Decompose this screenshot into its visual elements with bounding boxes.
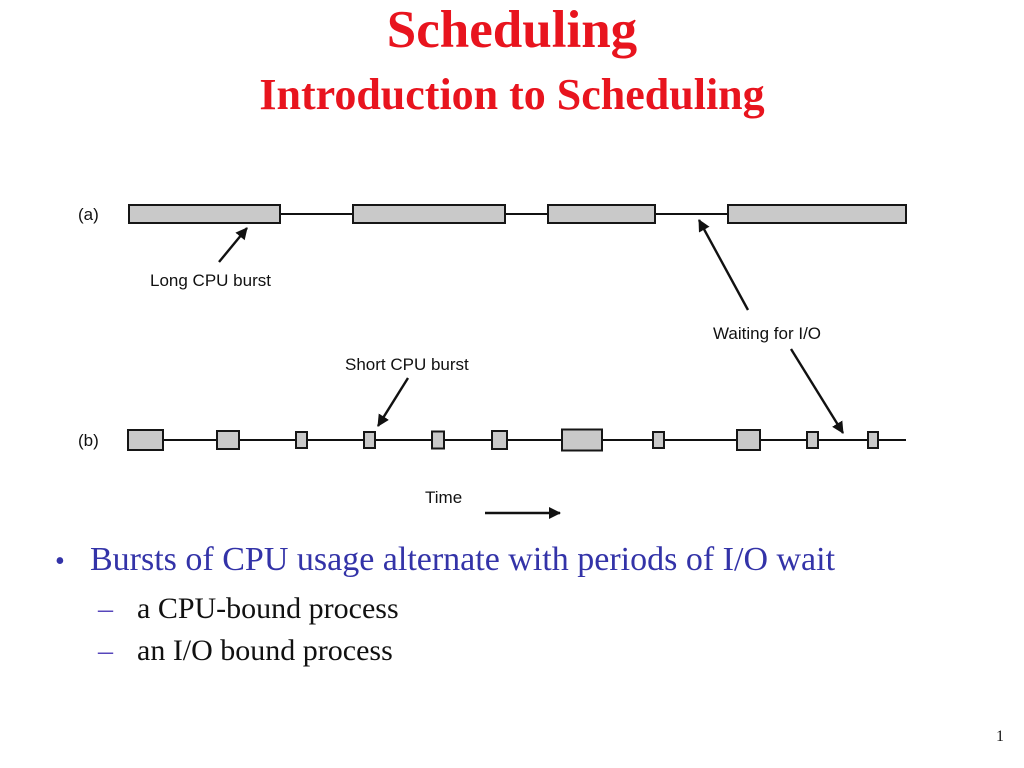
- cpu-burst-rect: [561, 428, 603, 452]
- waiting-io-arrow-down: [789, 348, 845, 434]
- page-number: 1: [996, 728, 1004, 745]
- bullet-sub-2: – an I/O bound process: [98, 634, 393, 668]
- cpu-burst-rect: [867, 431, 879, 449]
- bullet-sub-1: – a CPU-bound process: [98, 592, 399, 626]
- bullet-dash: –: [98, 634, 113, 667]
- cpu-burst-rect: [547, 204, 656, 224]
- cpu-burst-rect: [128, 204, 281, 224]
- waiting-for-io-label: Waiting for I/O: [713, 324, 821, 343]
- bullet-dot: •: [55, 546, 65, 577]
- cpu-burst-rect: [127, 429, 164, 451]
- long-cpu-burst-arrow: [218, 227, 248, 263]
- bullet-dash: –: [98, 592, 113, 625]
- bullet-main-text: Bursts of CPU usage alternate with perio…: [90, 541, 836, 578]
- bullet-sub-1-text: a CPU-bound process: [137, 592, 399, 625]
- short-cpu-burst-arrow: [376, 377, 410, 427]
- cpu-burst-rect: [431, 430, 445, 450]
- cpu-burst-rect: [363, 431, 376, 449]
- row-label-b: (b): [78, 431, 99, 450]
- short-cpu-burst-label: Short CPU burst: [345, 355, 469, 374]
- slide-subtitle: Introduction to Scheduling: [259, 70, 765, 119]
- time-label: Time: [425, 488, 462, 507]
- cpu-burst-rect: [295, 431, 308, 449]
- timeline-row-b: (b): [78, 428, 906, 452]
- bullet-main: • Bursts of CPU usage alternate with per…: [55, 541, 835, 579]
- row-label-a: (a): [78, 205, 99, 224]
- timeline-row-a: (a): [78, 204, 907, 224]
- cpu-burst-rect: [216, 430, 240, 450]
- cpu-burst-rect: [736, 429, 761, 451]
- long-cpu-burst-label: Long CPU burst: [150, 271, 271, 290]
- cpu-burst-rect: [352, 204, 506, 224]
- cpu-burst-rect: [727, 204, 907, 224]
- cpu-burst-rect: [806, 431, 819, 449]
- cpu-burst-rect: [652, 431, 665, 449]
- cpu-burst-rect: [491, 430, 508, 450]
- waiting-io-arrow-up: [697, 219, 750, 311]
- slide-title: Scheduling: [386, 1, 638, 59]
- bullet-sub-2-text: an I/O bound process: [137, 634, 393, 667]
